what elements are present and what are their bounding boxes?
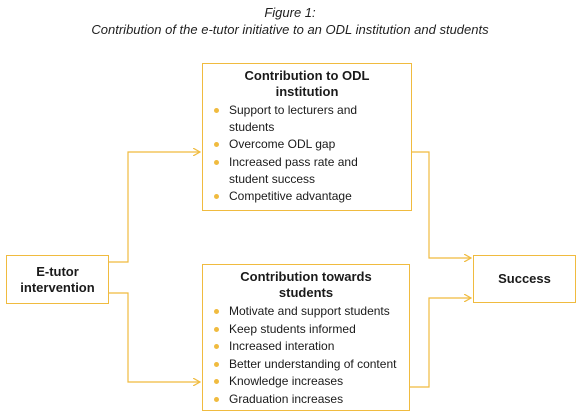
students-bullet-item: Keep students informed <box>207 321 405 339</box>
students-box-title: Contribution towards students <box>207 269 405 301</box>
bullet-dot-icon <box>214 344 219 350</box>
arrow-etutor-to-students <box>109 292 200 382</box>
etutor-intervention-box: E-tutor intervention <box>6 255 109 304</box>
odl-bullet-item: Increased pass rate and student success <box>207 154 407 188</box>
bullet-dot-icon <box>214 108 219 113</box>
figure-caption: Contribution of the e-tutor initiative t… <box>91 22 489 37</box>
odl-bullet-item: Support to lecturers and students <box>207 102 407 136</box>
bullet-dot-icon <box>214 379 219 385</box>
odl-contribution-box: Contribution to ODL institution Support … <box>202 63 412 211</box>
odl-box-title: Contribution to ODL institution <box>207 68 407 100</box>
bullet-dot-icon <box>214 142 219 148</box>
arrow-students-to-success <box>410 298 471 388</box>
students-bullet-item: Increased interation <box>207 338 405 356</box>
odl-bullet-list: Support to lecturers and students Overco… <box>207 102 407 205</box>
odl-bullet-item: Overcome ODL gap <box>207 136 407 153</box>
bullet-dot-icon <box>214 194 219 200</box>
bullet-dot-icon <box>214 396 219 402</box>
odl-bullet-item: Competitive advantage <box>207 188 407 205</box>
success-box: Success <box>473 255 576 303</box>
bullet-dot-icon <box>214 361 219 367</box>
odl-title-line1: Contribution to ODL <box>244 68 370 83</box>
bullet-dot-icon <box>214 159 219 165</box>
students-title-line1: Contribution towards <box>240 269 372 284</box>
students-contribution-box: Contribution towards students Motivate a… <box>202 264 410 411</box>
etutor-label-line1: E-tutor <box>36 263 79 279</box>
bullet-dot-icon <box>214 309 219 314</box>
students-bullet-item: Graduation increases <box>207 391 405 409</box>
students-bullet-item: Motivate and support students <box>207 303 405 321</box>
students-bullet-list: Motivate and support students Keep stude… <box>207 303 405 409</box>
arrow-odl-to-success <box>412 151 471 258</box>
odl-title-line2: institution <box>275 84 339 99</box>
students-title-line2: students <box>278 285 334 300</box>
students-bullet-item: Knowledge increases <box>207 373 405 391</box>
arrow-etutor-to-odl <box>109 152 200 263</box>
figure-label: Figure 1: <box>264 5 316 20</box>
success-label: Success <box>498 271 551 286</box>
etutor-label-line2: intervention <box>20 279 95 295</box>
bullet-dot-icon <box>214 326 219 332</box>
students-bullet-item: Better understanding of content <box>207 356 405 374</box>
